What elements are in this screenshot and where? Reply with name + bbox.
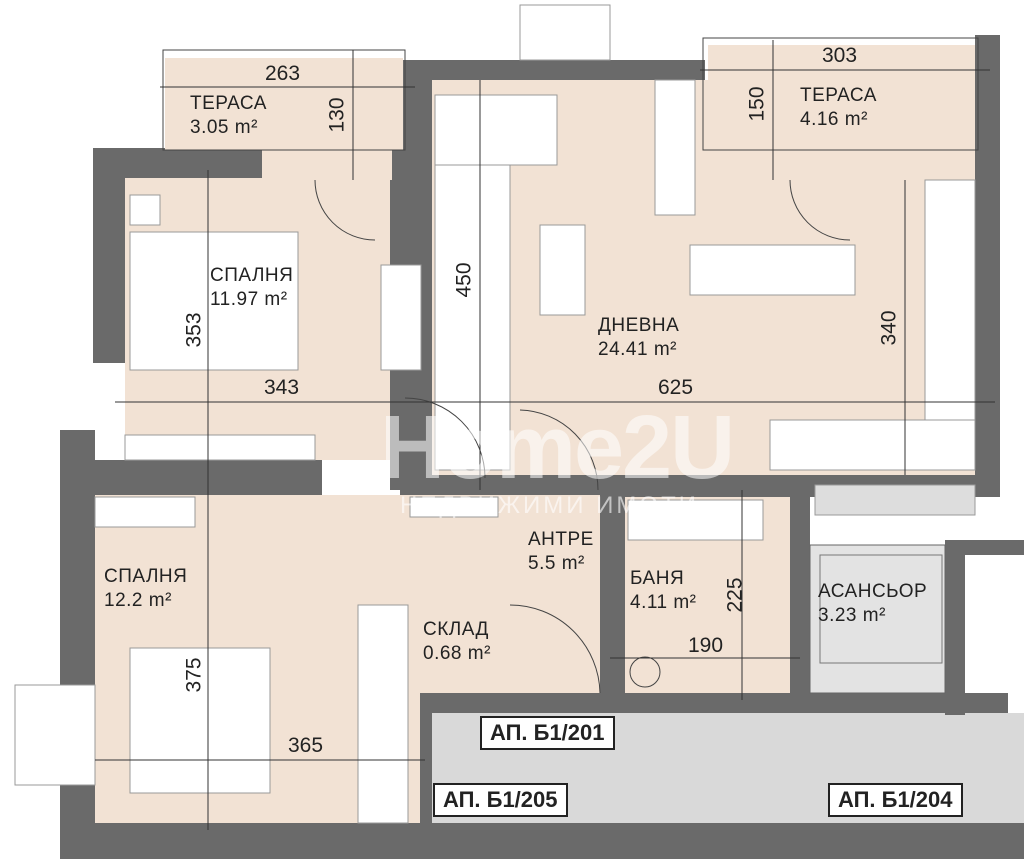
room-area: 3.23 m²	[818, 605, 886, 626]
dim-label: 450	[452, 262, 476, 298]
apartment-tag-205: АП. Б1/205	[433, 783, 568, 817]
room-terrace-right: ТЕРАСА 4.16 m²	[800, 84, 877, 132]
room-name: АНТРЕ	[528, 529, 594, 550]
room-terrace-left: ТЕРАСА 3.05 m²	[190, 92, 267, 140]
furniture	[14, 4, 976, 824]
room-name: ТЕРАСА	[800, 85, 877, 106]
room-name: ТЕРАСА	[190, 93, 267, 114]
apartment-tag-204: АП. Б1/204	[828, 783, 963, 817]
room-bedroom-2: СПАЛНЯ 12.2 m²	[104, 565, 187, 613]
room-hall: АНТРЕ 5.5 m²	[528, 528, 594, 576]
room-name: СПАЛНЯ	[210, 265, 294, 286]
apartment-tag-201: АП. Б1/201	[480, 716, 615, 750]
room-living: ДНЕВНА 24.41 m²	[598, 314, 679, 362]
dim-label: 150	[745, 86, 769, 122]
outlines	[162, 37, 979, 694]
room-area: 3.05 m²	[190, 117, 258, 138]
room-area: 11.97 m²	[210, 289, 288, 310]
watermark-subtitle: НЕДВИЖИМИ ИМОТИ	[400, 492, 699, 519]
room-area: 4.11 m²	[630, 592, 697, 613]
dim-label: 225	[723, 577, 747, 613]
dimension-lines	[95, 40, 995, 830]
dim-label: 343	[264, 376, 300, 399]
room-area: 4.16 m²	[800, 109, 868, 130]
dim-label: 365	[288, 734, 324, 757]
room-name: СПАЛНЯ	[104, 566, 188, 587]
room-area: 12.2 m²	[104, 590, 172, 611]
watermark-logo: Home2U	[380, 398, 735, 498]
room-storage: СКЛАД 0.68 m²	[423, 618, 491, 666]
dim-label: 625	[658, 376, 694, 399]
elevator-shaft	[809, 544, 946, 694]
dim-label: 353	[182, 312, 206, 348]
room-name: АСАНСЬОР	[818, 581, 928, 602]
dim-label: 340	[877, 310, 901, 346]
room-area: 24.41 m²	[598, 339, 677, 360]
room-name: СКЛАД	[423, 619, 489, 640]
dim-label: 263	[265, 62, 301, 85]
room-elevator: АСАНСЬОР 3.23 m²	[818, 580, 927, 628]
dim-label: 303	[822, 44, 858, 67]
dim-label: 375	[182, 657, 206, 693]
room-bedroom-1: СПАЛНЯ 11.97 m²	[210, 264, 293, 312]
dim-label: 130	[325, 97, 349, 133]
dim-label: 190	[688, 634, 724, 657]
room-name: ДНЕВНА	[598, 315, 680, 336]
room-name: БАНЯ	[630, 568, 685, 589]
room-bathroom: БАНЯ 4.11 m²	[630, 567, 697, 615]
room-area: 5.5 m²	[528, 553, 585, 574]
room-area: 0.68 m²	[423, 643, 491, 664]
